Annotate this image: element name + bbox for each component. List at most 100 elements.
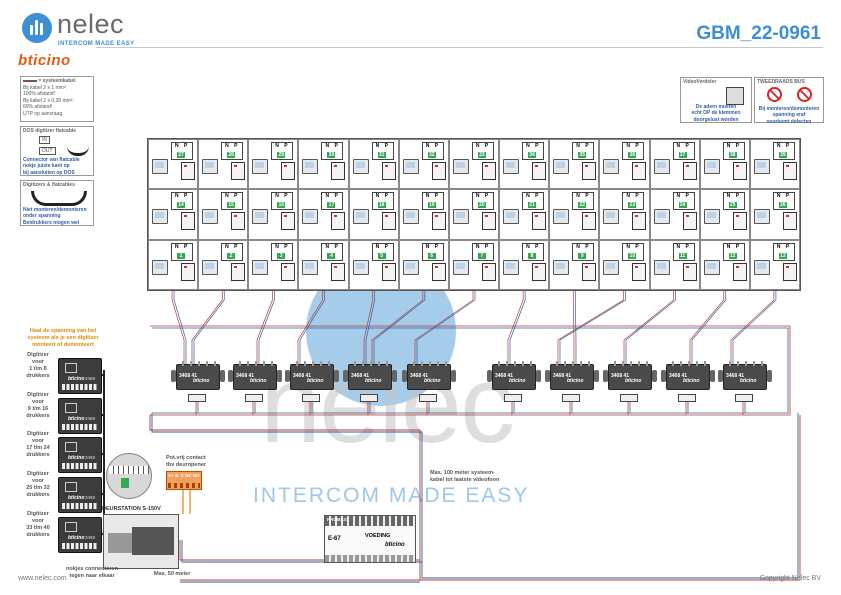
videophone-icon xyxy=(352,209,369,225)
np-label-n: N xyxy=(526,243,530,250)
distributor-code: 3468 41 xyxy=(726,373,745,379)
videophone-terminal xyxy=(331,262,346,281)
np-label-p: P xyxy=(384,243,388,250)
distributor-brand: bticino xyxy=(567,378,584,384)
videophone-icon xyxy=(152,259,168,275)
np-label-p: P xyxy=(184,193,188,200)
videophone-terminal xyxy=(181,212,195,231)
digitizer-code: 3469 xyxy=(85,455,96,460)
max-100-line: Max. 100 meter systeem- xyxy=(430,470,495,476)
videophone-terminal xyxy=(331,212,346,231)
videophone-terminal xyxy=(682,162,697,180)
np-label-n: N xyxy=(175,193,179,200)
apartment-number: 31 xyxy=(377,152,386,158)
wire xyxy=(258,291,275,364)
pot-contact-line: tbv deuropener xyxy=(166,462,207,468)
videophone-icon xyxy=(402,209,419,225)
distributor-brand: bticino xyxy=(193,378,210,384)
np-label-n: N xyxy=(175,243,179,250)
videophone-terminal xyxy=(431,162,446,180)
digitizer-label-line: drukkers xyxy=(26,532,50,538)
videophone-icon xyxy=(703,159,720,174)
pot-contact-line: Pot.vrij contact xyxy=(166,455,206,461)
apartment-number: 21 xyxy=(528,202,537,209)
distributor-terminal xyxy=(678,394,696,402)
videophone-terminal xyxy=(632,262,647,281)
np-label-n: N xyxy=(776,193,781,200)
apartment-number: 14 xyxy=(177,202,185,209)
wire xyxy=(732,291,777,364)
np-label-n: N xyxy=(475,143,480,149)
nokjes-line: nokjes connectoren xyxy=(66,566,118,572)
flatcable-icon xyxy=(67,139,89,156)
np-label-n: N xyxy=(225,243,229,250)
apartment-number: 37 xyxy=(678,152,687,158)
np-label-n: N xyxy=(726,243,731,250)
nokjes-line: tegen naar elkaar xyxy=(69,573,115,579)
videophone-terminal xyxy=(231,162,246,180)
videophone-icon xyxy=(202,209,219,225)
distributor-code: 3468 41 xyxy=(495,373,514,379)
np-label-n: N xyxy=(676,143,681,149)
wire xyxy=(730,291,775,364)
apartment-number: 8 xyxy=(528,252,537,259)
distributor-terminal xyxy=(620,394,638,402)
distributor-terminal xyxy=(360,394,378,402)
videophone-terminal xyxy=(281,212,296,231)
np-label-p: P xyxy=(484,193,489,200)
pot-contact-module: S+ S- C NC NO xyxy=(166,471,202,490)
apartment-number: 5 xyxy=(377,252,386,259)
videophone-icon xyxy=(302,259,319,275)
np-label-n: N xyxy=(576,243,580,250)
videophone-icon xyxy=(402,259,419,275)
warning-line: systeem als je een digitizer xyxy=(27,335,99,341)
videophone-terminal xyxy=(281,162,296,180)
videophone-terminal xyxy=(732,212,747,231)
np-label-p: P xyxy=(234,143,238,149)
wire xyxy=(151,413,799,579)
apartment-number: 34 xyxy=(528,152,537,158)
np-label-n: N xyxy=(626,193,630,200)
np-label-p: P xyxy=(334,243,338,250)
np-label-n: N xyxy=(676,193,681,200)
apartment-number: 19 xyxy=(427,202,436,209)
legend-videoverdeler-title: VideoVerdeler xyxy=(683,79,717,85)
videophone-terminal xyxy=(181,262,195,281)
np-label-n: N xyxy=(325,243,330,250)
np-label-n: N xyxy=(776,243,781,250)
footer-website[interactable]: www.nelec.com xyxy=(18,575,67,582)
videophone-icon xyxy=(653,159,670,174)
np-label-p: P xyxy=(535,243,539,250)
wire xyxy=(625,291,676,364)
wire xyxy=(557,291,624,364)
np-label-p: P xyxy=(785,193,790,200)
np-label-n: N xyxy=(475,193,480,200)
wire xyxy=(574,291,577,364)
distributor-brand: bticino xyxy=(424,378,441,384)
digitizer-brand: bticino xyxy=(68,376,85,382)
apartment-number: 25 xyxy=(728,202,737,209)
videophone-icon xyxy=(703,259,720,275)
flatcable-out-label: OUT xyxy=(39,146,56,155)
